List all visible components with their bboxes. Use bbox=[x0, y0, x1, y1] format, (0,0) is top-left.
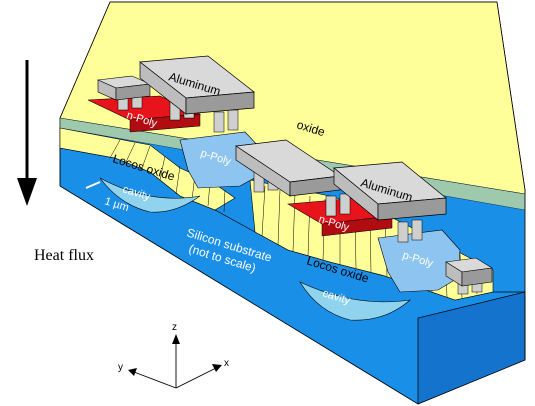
front-bottom-edge bbox=[59, 185, 419, 405]
down-arrow-icon bbox=[17, 60, 37, 206]
n-poly-strip-2-side bbox=[321, 215, 393, 237]
aluminum-bridge-side bbox=[289, 175, 341, 197]
xyz-axes-icon bbox=[128, 334, 222, 389]
aluminum-block-1-side bbox=[185, 91, 255, 115]
p-poly-strip-2 bbox=[377, 229, 461, 293]
cavity-1 bbox=[99, 177, 201, 213]
block-outline bbox=[59, 1, 526, 360]
heat-flux-label: Heat flux bbox=[34, 247, 94, 264]
cavity-2 bbox=[299, 281, 411, 321]
aluminum-block-2-side bbox=[377, 197, 447, 221]
locos-oxide-region-1 bbox=[59, 127, 236, 211]
axis-y-label: y bbox=[118, 362, 123, 373]
aluminum-cap-right-side bbox=[461, 267, 493, 287]
scale-bar-line bbox=[85, 181, 101, 189]
aluminum-cap-left-side bbox=[115, 83, 151, 101]
axis-x-label: x bbox=[224, 358, 229, 369]
axis-z-label: z bbox=[172, 322, 177, 333]
